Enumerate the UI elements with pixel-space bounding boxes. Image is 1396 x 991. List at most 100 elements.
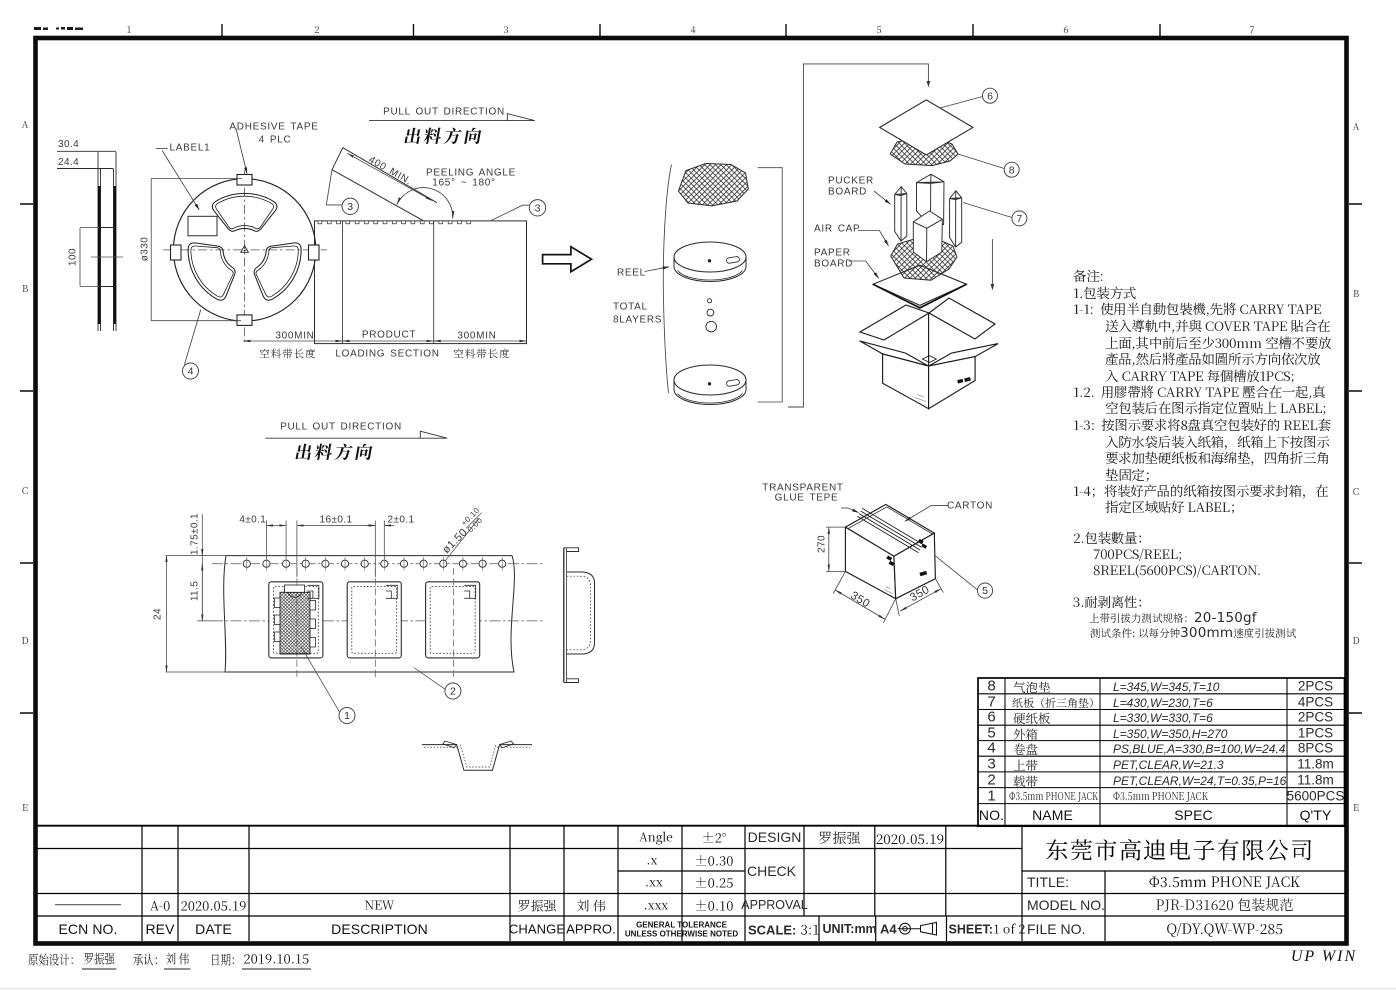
part-spec-7: L=430,W=230,T=6: [1113, 695, 1213, 710]
carton-tape-seam: [847, 506, 933, 554]
carrier-dimensions: [165, 514, 479, 712]
dim-270: 270: [816, 535, 828, 553]
pull-out-arrow-top: [369, 113, 535, 122]
zone-row-d: D: [21, 633, 29, 647]
balloon-3-left: 3: [347, 201, 353, 213]
bottom-strip: [36, 824, 1345, 941]
pocket-3: [425, 568, 481, 678]
title-label: TITLE:: [1027, 874, 1070, 891]
reel-window-left: [187, 242, 236, 301]
part-name-5: 外箱: [1013, 724, 1039, 743]
note-line-16: 700PCS/REEL;: [1093, 542, 1183, 563]
carton-dimensions: [826, 526, 944, 624]
dim-4: 4±0.1: [239, 514, 267, 526]
pull-out-top-zh: 出料方向: [401, 123, 487, 149]
part-no-4: 4: [987, 739, 996, 757]
dim-175: 1.75±0.1: [189, 512, 200, 555]
label-leaders: [849, 96, 1013, 279]
reel-side-view: [57, 150, 123, 331]
tol-note-1: GENERAL TOLERANCE: [636, 920, 727, 929]
part-qty-6: 2PCS: [1297, 709, 1334, 725]
stack-bracket-right: [757, 167, 783, 403]
part-no-8: 8: [987, 677, 996, 695]
note-line-11: 要求加垫硬纸板和海绵垫，四角折三角: [1105, 447, 1330, 467]
carton-inner-bottom: [921, 355, 938, 363]
zone-row-b: B: [21, 281, 29, 295]
corner-post-front: [912, 210, 943, 263]
note-line-4: 上面,其中前后至少300mm 空槽不要放: [1105, 331, 1332, 352]
section-left-zh: 空料带长度: [259, 346, 317, 362]
pucker-board-1: PUCKER: [828, 175, 874, 186]
stack-reel-1: [673, 241, 747, 282]
zone-col-2: 2: [314, 22, 320, 36]
section-mid-2: LOADING SECTION: [335, 348, 440, 360]
zone-col-6: 6: [1063, 22, 1069, 36]
balloon-5: 5: [982, 585, 988, 597]
balloon-7: 7: [1016, 213, 1022, 225]
part-name-8: 气泡垫: [1013, 678, 1051, 696]
adhesive-tape-label: ADHESIVE TAPE: [229, 121, 319, 132]
pocket-2: [346, 568, 402, 678]
tape-perforations: [317, 220, 471, 225]
pull-out-top-en: PULL OUT DIRECTION: [383, 106, 505, 118]
adhesive-tape-label2: 4 PLC: [258, 134, 292, 146]
part-no-6: 6: [987, 708, 996, 726]
parts-header-spec: SPEC: [1174, 806, 1213, 823]
note-line-3: 送入導軌中,并與 COVER TAPE 貼合在: [1105, 314, 1331, 335]
ecn-header-no: ECN NO.: [58, 920, 118, 937]
corner-print-fragment: [34, 27, 83, 30]
balloon-3-right: 3: [535, 203, 541, 215]
zone-row-d-r: D: [1352, 633, 1360, 647]
carrier-tape-view: [165, 514, 545, 712]
note-line-8: 空包装后在图示指定位置贴上 LABEL;: [1105, 397, 1327, 417]
balloon-6: 6: [987, 90, 993, 102]
flap-back-left: [858, 304, 931, 341]
note-line-5: 產品,然后將產品如圖所示方向依次放: [1105, 348, 1321, 368]
peeling-angle-value: 165° ~ 180°: [432, 177, 496, 189]
note-peel-cond: 测试条件: 以每分钟300mm速度引拔测试: [1090, 625, 1297, 641]
total-label-1: TOTAL: [613, 301, 648, 313]
note-line-1: 1.包装方式: [1073, 281, 1136, 302]
carton-label: CARTON: [946, 500, 994, 511]
part-qty-1: 5600PCS: [1286, 788, 1345, 804]
part-name-2: 载带: [1013, 771, 1039, 790]
tol-xx-label: .xx: [645, 873, 663, 891]
zone-col-3: 3: [503, 22, 509, 36]
design-label: DESIGN: [747, 829, 802, 845]
unit-cell: UNIT:mm: [822, 921, 877, 936]
carton-print-marks: [957, 377, 971, 384]
part-name-6: 硬纸板: [1013, 709, 1051, 728]
part-qty-3: 11.8m: [1297, 756, 1334, 772]
zone-col-5: 5: [876, 22, 882, 36]
label1-label: LABEL1: [169, 142, 211, 153]
part-qty-4: 8PCS: [1297, 740, 1334, 756]
dim-2: 2±0.1: [387, 514, 415, 526]
stack-reel-2: [673, 364, 747, 405]
sheet-frame: [0, 24, 1396, 990]
zone-col-1: 1: [126, 22, 132, 36]
exploded-packaging: [849, 96, 1013, 309]
glue-tape-2: GLUE TEPE: [774, 492, 839, 504]
part-spec-3: PET,CLEAR,W=21.3: [1113, 758, 1224, 772]
ecn-header-desc: DESCRIPTION: [331, 920, 428, 937]
check-label: CHECK: [746, 863, 797, 879]
carton-tape-ends: [886, 538, 928, 577]
sealed-carton: [826, 503, 978, 624]
ecn-header-rev: REV: [145, 920, 175, 937]
zone-row-a-r: A: [1352, 119, 1360, 133]
ecn-header-date: DATE: [195, 920, 232, 937]
pull-out-bottom-en: PULL OUT DIRECTION: [280, 421, 402, 432]
carton-leaders: [841, 504, 978, 591]
label1-rect: [187, 215, 218, 237]
flap-back-right: [927, 297, 997, 340]
sheet-cell: SHEET:1 of 2: [948, 919, 1026, 937]
part-spec-1: Φ3.5mm PHONE JACK: [1113, 788, 1209, 805]
paper-board-1: PAPER: [814, 247, 851, 258]
zone-ticks: [20, 24, 1362, 714]
dim-100: 100: [67, 248, 79, 266]
dim-30-4: 30.4: [58, 139, 80, 150]
ecn-desc-value: NEW: [364, 896, 395, 914]
section-right-len: 300MIN: [457, 330, 497, 341]
